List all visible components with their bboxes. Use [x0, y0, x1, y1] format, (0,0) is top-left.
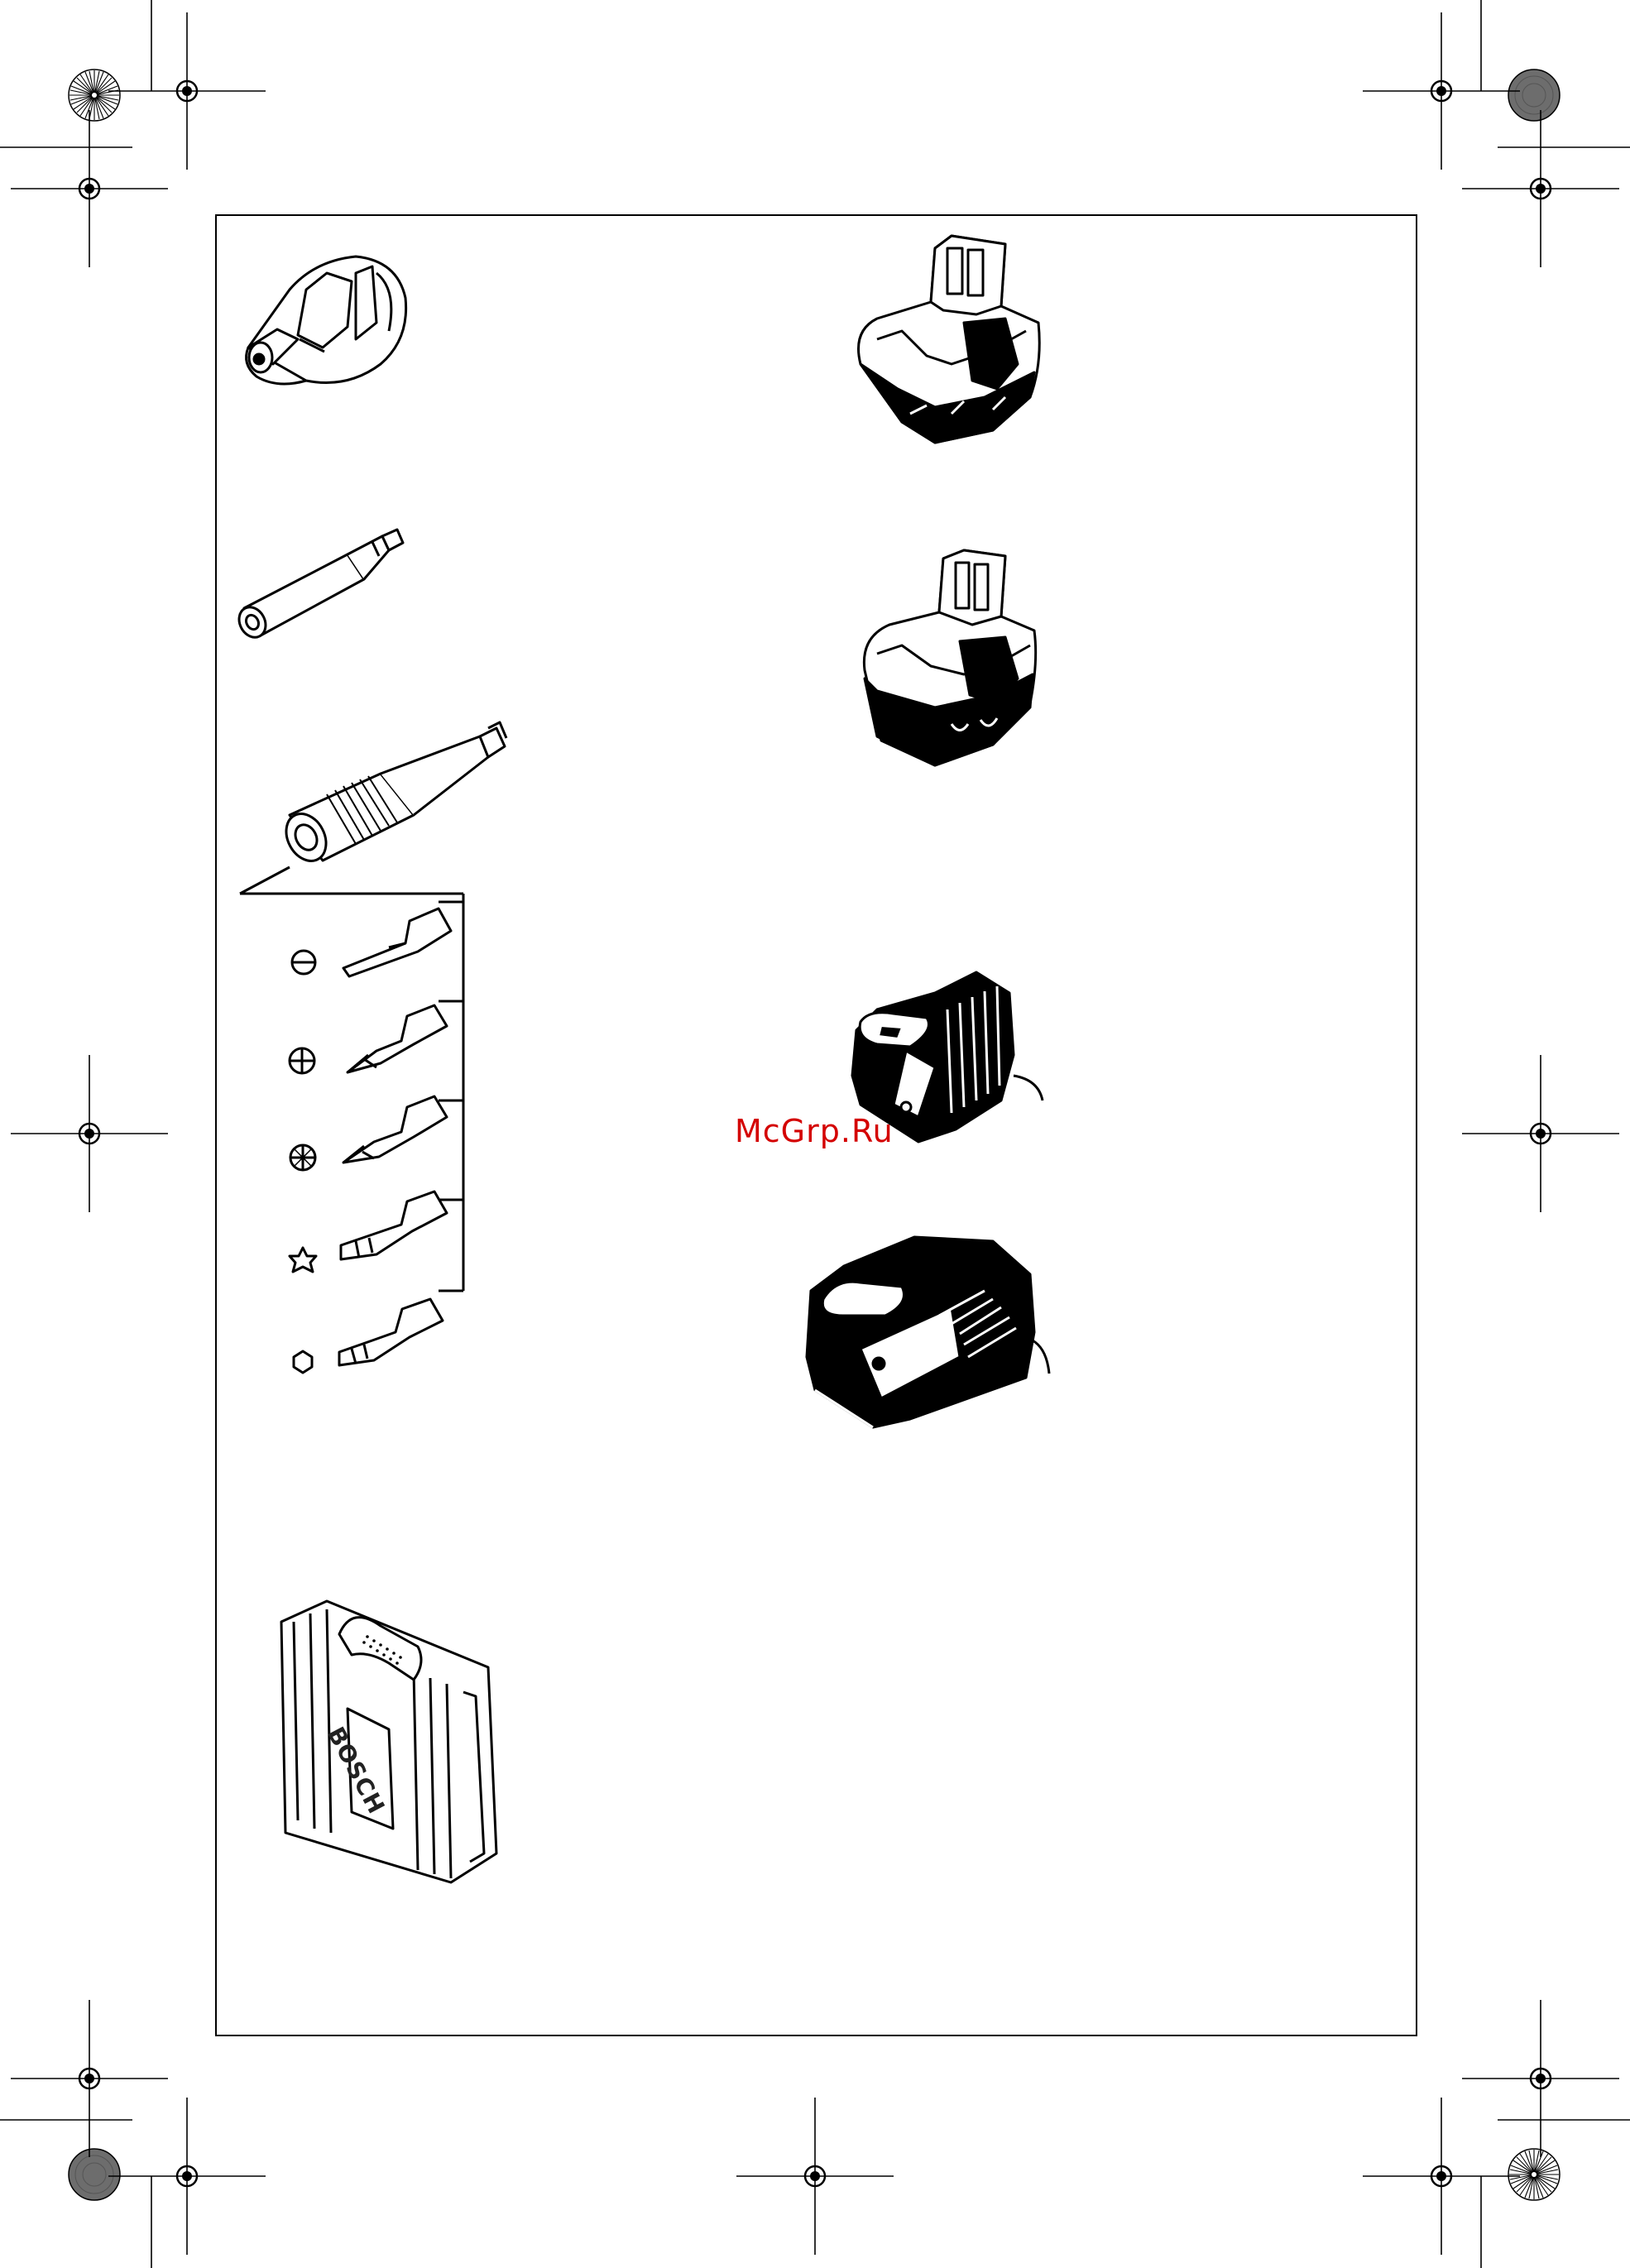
keyless-chuck-illustration	[247, 257, 406, 384]
starburst-mark	[1508, 2149, 1560, 2200]
registration-mark	[1363, 2098, 1520, 2255]
charger-large-illustration	[807, 1237, 1049, 1427]
registration-mark	[108, 12, 266, 170]
starburst-mark	[69, 70, 120, 121]
pozidriv-bit-illustration	[343, 1096, 447, 1163]
hex-bit-row	[294, 1299, 443, 1373]
registration-mark	[11, 1055, 168, 1212]
phillips-bit-illustration	[348, 1005, 447, 1072]
torx-symbol-icon	[290, 1248, 316, 1272]
registration-mark	[108, 2098, 266, 2255]
registration-mark	[11, 110, 168, 267]
watermark-text: McGrp.Ru	[735, 1110, 908, 1152]
gray-dot-mark	[1508, 70, 1560, 121]
registration-mark	[1462, 2000, 1619, 2157]
registration-mark	[1462, 110, 1619, 267]
battery-pack-standard-illustration	[864, 550, 1035, 765]
registration-mark	[11, 2000, 168, 2157]
phillips-bit-row	[290, 1005, 447, 1073]
slotted-bit-illustration	[343, 909, 451, 976]
gray-dot-mark	[69, 2149, 120, 2200]
hex-symbol-icon	[294, 1351, 312, 1373]
bit-holder-illustration	[234, 530, 403, 642]
battery-pack-compact-illustration	[859, 236, 1040, 443]
registration-mark	[1363, 12, 1520, 170]
quick-change-holder-illustration	[278, 722, 506, 868]
torx-bit-row	[290, 1192, 447, 1272]
registration-mark	[736, 2098, 894, 2255]
pozidriv-bit-row	[290, 1096, 447, 1170]
slotted-bit-row	[292, 909, 451, 976]
registration-mark	[1462, 1055, 1619, 1212]
